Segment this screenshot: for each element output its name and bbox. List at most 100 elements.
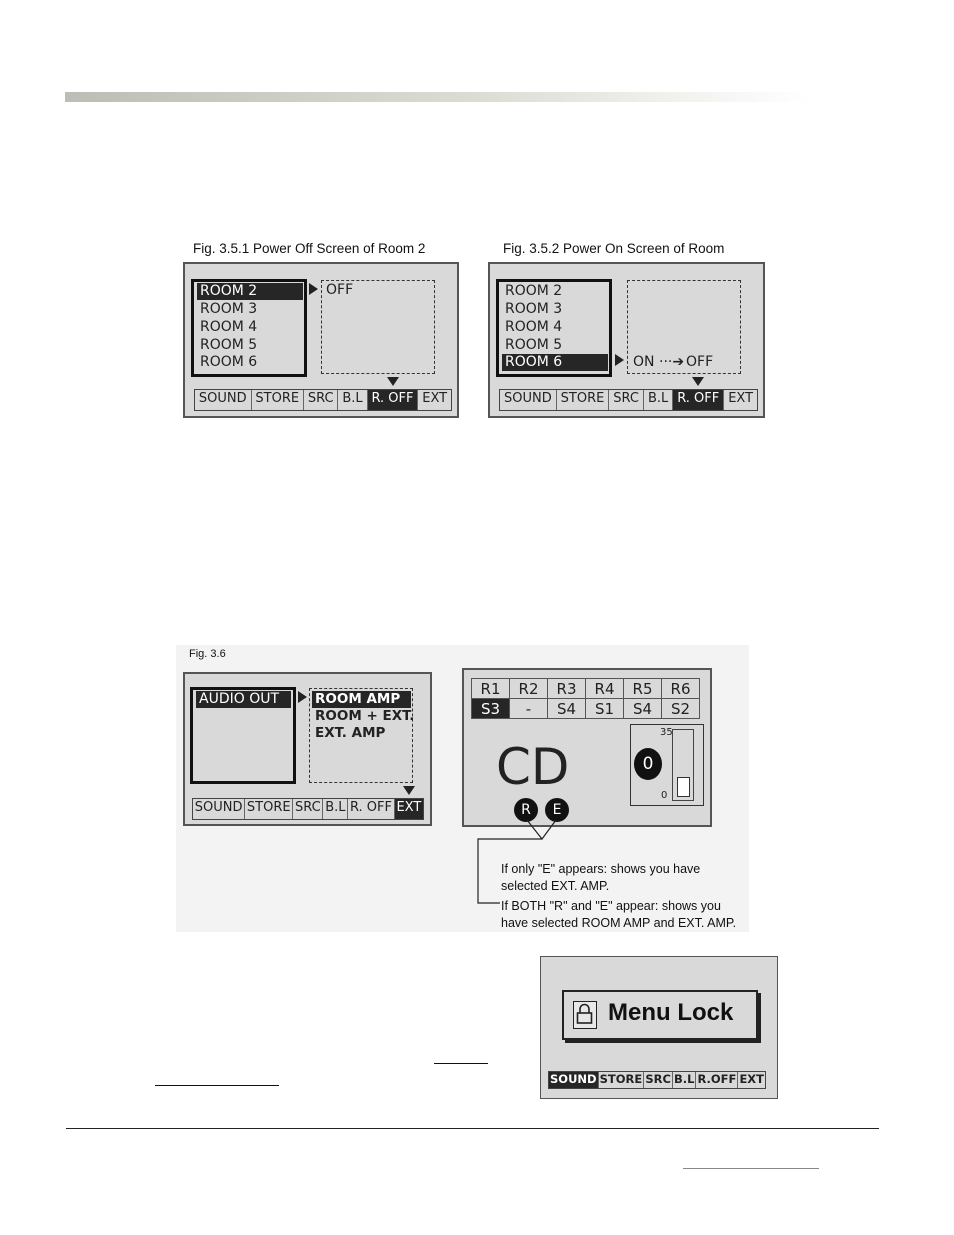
tab-ext[interactable]: EXT <box>739 1072 765 1086</box>
lock-icon <box>573 1001 597 1029</box>
tab-bl[interactable]: B.L <box>673 1072 697 1088</box>
volume-meter[interactable] <box>672 729 694 801</box>
grid-source: S2 <box>661 698 700 719</box>
tab-bl[interactable]: B.L <box>323 799 349 819</box>
dotted-arrow-icon: ···➔ <box>659 354 685 370</box>
note-re-line1: If BOTH "R" and "E" appear: shows you <box>501 899 721 913</box>
grid-room: R1 <box>471 678 510 699</box>
note-e-line1: If only "E" appears: shows you have <box>501 862 701 876</box>
tab-src[interactable]: SRC <box>293 799 324 819</box>
room-item[interactable]: ROOM 6 <box>200 354 258 370</box>
grid-room: R2 <box>509 678 548 699</box>
tab-bar: SOUND STORE SRC B.L R. OFF EXT <box>194 389 452 411</box>
fig-352-caption: Fig. 3.5.2 Power On Screen of Room <box>503 241 725 256</box>
tab-bar: SOUND STORE SRC B.L R. OFF EXT <box>499 389 758 411</box>
underline-rule <box>434 1063 488 1064</box>
value-box: OFF <box>321 280 435 374</box>
tab-store[interactable]: STORE <box>557 390 610 410</box>
tab-src[interactable]: SRC <box>609 390 644 410</box>
grid-source: S4 <box>547 698 586 719</box>
room-item[interactable]: ROOM 5 <box>505 337 563 353</box>
footer-link-rule <box>683 1168 819 1169</box>
tab-sound[interactable]: SOUND <box>193 799 246 819</box>
volume-slider-thumb[interactable] <box>677 777 690 797</box>
grid-room: R4 <box>585 678 624 699</box>
tab-store[interactable]: STORE <box>245 799 294 819</box>
pointer-down-icon <box>387 377 399 386</box>
audio-options-box: ROOM AMP ROOM + EXT. EXT. AMP <box>309 688 415 783</box>
grid-room: R3 <box>547 678 586 699</box>
grid-source: S3 <box>471 698 510 719</box>
tab-r-off[interactable]: R. OFF <box>348 799 395 819</box>
tab-r-off[interactable]: R. OFF <box>367 390 419 410</box>
room-item[interactable]: ROOM 6 <box>502 354 608 371</box>
volume-value: 0 <box>634 748 662 780</box>
option-room-ext[interactable]: ROOM + EXT. <box>315 708 415 724</box>
room-list: ROOM 2 ROOM 3 ROOM 4 ROOM 5 ROOM 6 <box>496 279 612 377</box>
grid-room: R6 <box>661 678 700 699</box>
tab-src[interactable]: SRC <box>644 1072 673 1088</box>
room-item[interactable]: ROOM 5 <box>200 337 258 353</box>
fig-352-screen: ROOM 2 ROOM 3 ROOM 4 ROOM 5 ROOM 6 ON ··… <box>488 262 765 418</box>
menu-lock-box: Menu Lock <box>562 990 758 1040</box>
tab-bar: SOUND STORE SRC B.L R.OFF EXT <box>548 1071 766 1089</box>
badge-e: E <box>545 798 569 822</box>
tab-store[interactable]: STORE <box>599 1072 645 1088</box>
volume-box: 0 35 0 <box>630 724 704 806</box>
grid-source: S4 <box>623 698 662 719</box>
header-bar <box>65 92 810 102</box>
menu-lock-screen: Menu Lock SOUND STORE SRC B.L R.OFF EXT <box>540 956 778 1099</box>
footer-rule <box>66 1128 879 1129</box>
power-on-label: ON <box>633 354 655 370</box>
room-list: ROOM 2 ROOM 3 ROOM 4 ROOM 5 ROOM 6 <box>191 279 307 377</box>
room-item[interactable]: ROOM 4 <box>505 319 563 335</box>
room-item[interactable]: ROOM 3 <box>505 301 563 317</box>
option-ext-amp[interactable]: EXT. AMP <box>315 725 386 741</box>
volume-min: 0 <box>661 790 668 801</box>
room-item[interactable]: ROOM 2 <box>197 283 303 300</box>
tab-store[interactable]: STORE <box>252 390 304 410</box>
value-box: ON ···➔ OFF <box>627 280 741 374</box>
tab-r-off[interactable]: R.OFF <box>696 1072 739 1088</box>
underline-rule <box>155 1085 279 1086</box>
status-screen: R1 R2 R3 R4 R5 R6 S3 - S4 S1 S4 S2 CD 0 … <box>462 668 712 827</box>
room-item[interactable]: ROOM 2 <box>505 283 563 299</box>
pointer-down-icon <box>692 377 704 386</box>
tab-sound[interactable]: SOUND <box>549 1072 599 1088</box>
room-item[interactable]: ROOM 3 <box>200 301 258 317</box>
power-off-label: OFF <box>686 354 714 370</box>
note-e-line2: selected EXT. AMP. <box>501 879 610 893</box>
tab-sound[interactable]: SOUND <box>500 390 557 410</box>
grid-source: S1 <box>585 698 624 719</box>
power-value: OFF <box>326 282 354 298</box>
tab-r-off[interactable]: R. OFF <box>673 390 725 410</box>
fig-351-caption: Fig. 3.5.1 Power Off Screen of Room 2 <box>193 241 426 256</box>
callout-lines <box>477 819 557 904</box>
grid-room: R5 <box>623 678 662 699</box>
audio-out-screen: AUDIO OUT ROOM AMP ROOM + EXT. EXT. AMP … <box>183 672 432 826</box>
tab-ext[interactable]: EXT <box>422 391 448 406</box>
tab-bl[interactable]: B.L <box>338 390 368 410</box>
source-display: CD <box>496 738 570 796</box>
fig-351-screen: ROOM 2 ROOM 3 ROOM 4 ROOM 5 ROOM 6 OFF S… <box>183 262 459 418</box>
pointer-down-icon <box>403 786 415 795</box>
badge-r: R <box>514 798 538 822</box>
audio-out-menu: AUDIO OUT <box>190 687 296 784</box>
tab-bl[interactable]: B.L <box>644 390 674 410</box>
tab-sound[interactable]: SOUND <box>195 390 252 410</box>
volume-max: 35 <box>660 727 673 738</box>
room-item[interactable]: ROOM 4 <box>200 319 258 335</box>
audio-out-title[interactable]: AUDIO OUT <box>196 691 291 708</box>
option-room-amp[interactable]: ROOM AMP <box>312 691 411 708</box>
tab-bar: SOUND STORE SRC B.L R. OFF EXT <box>192 798 424 820</box>
tab-ext[interactable]: EXT <box>394 799 424 819</box>
fig-36-caption: Fig. 3.6 <box>189 648 226 660</box>
pointer-right-icon <box>298 691 307 703</box>
pointer-right-icon <box>615 354 624 366</box>
menu-lock-label: Menu Lock <box>608 999 734 1026</box>
tab-src[interactable]: SRC <box>304 390 339 410</box>
tab-ext[interactable]: EXT <box>728 391 754 406</box>
pointer-right-icon <box>309 283 318 295</box>
grid-source: - <box>509 698 548 719</box>
room-source-grid: R1 R2 R3 R4 R5 R6 S3 - S4 S1 S4 S2 <box>471 678 700 719</box>
